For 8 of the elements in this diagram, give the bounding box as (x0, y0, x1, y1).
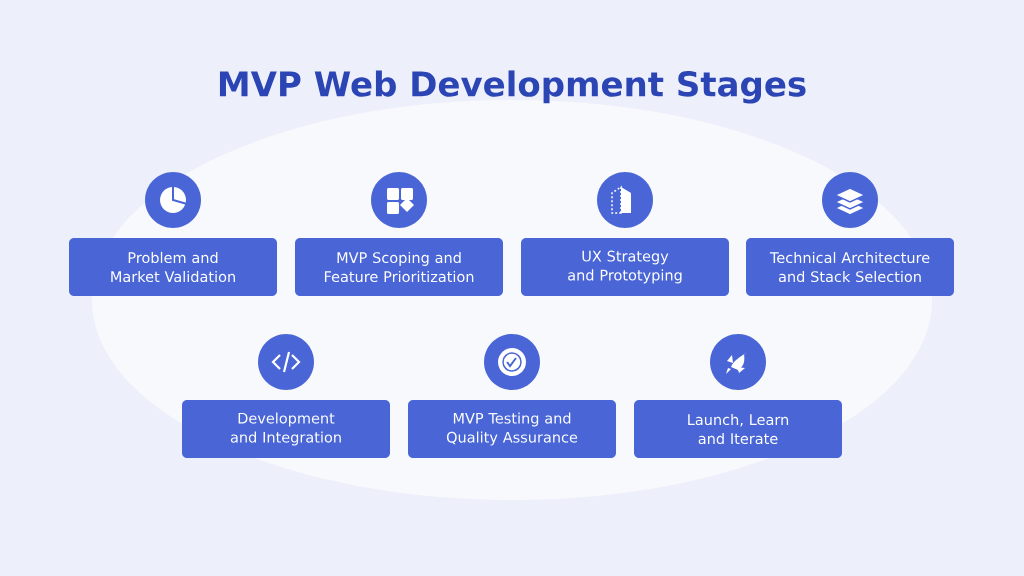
title: MVP Web Development Stages (219, 70, 806, 104)
stage-box: Launch, Learn and Iterate (634, 400, 842, 458)
stage-box: Technical Architecture and Stack Selection (746, 238, 954, 296)
stage-box: Development and Integration (182, 400, 390, 458)
stage-box: UX Strategy and Prototyping (521, 238, 729, 296)
stage-box: Problem and Market Validation (69, 238, 277, 296)
stage-box: MVP Scoping and Feature Prioritization (295, 238, 503, 296)
stage-box: MVP Testing and Quality Assurance (408, 400, 616, 458)
